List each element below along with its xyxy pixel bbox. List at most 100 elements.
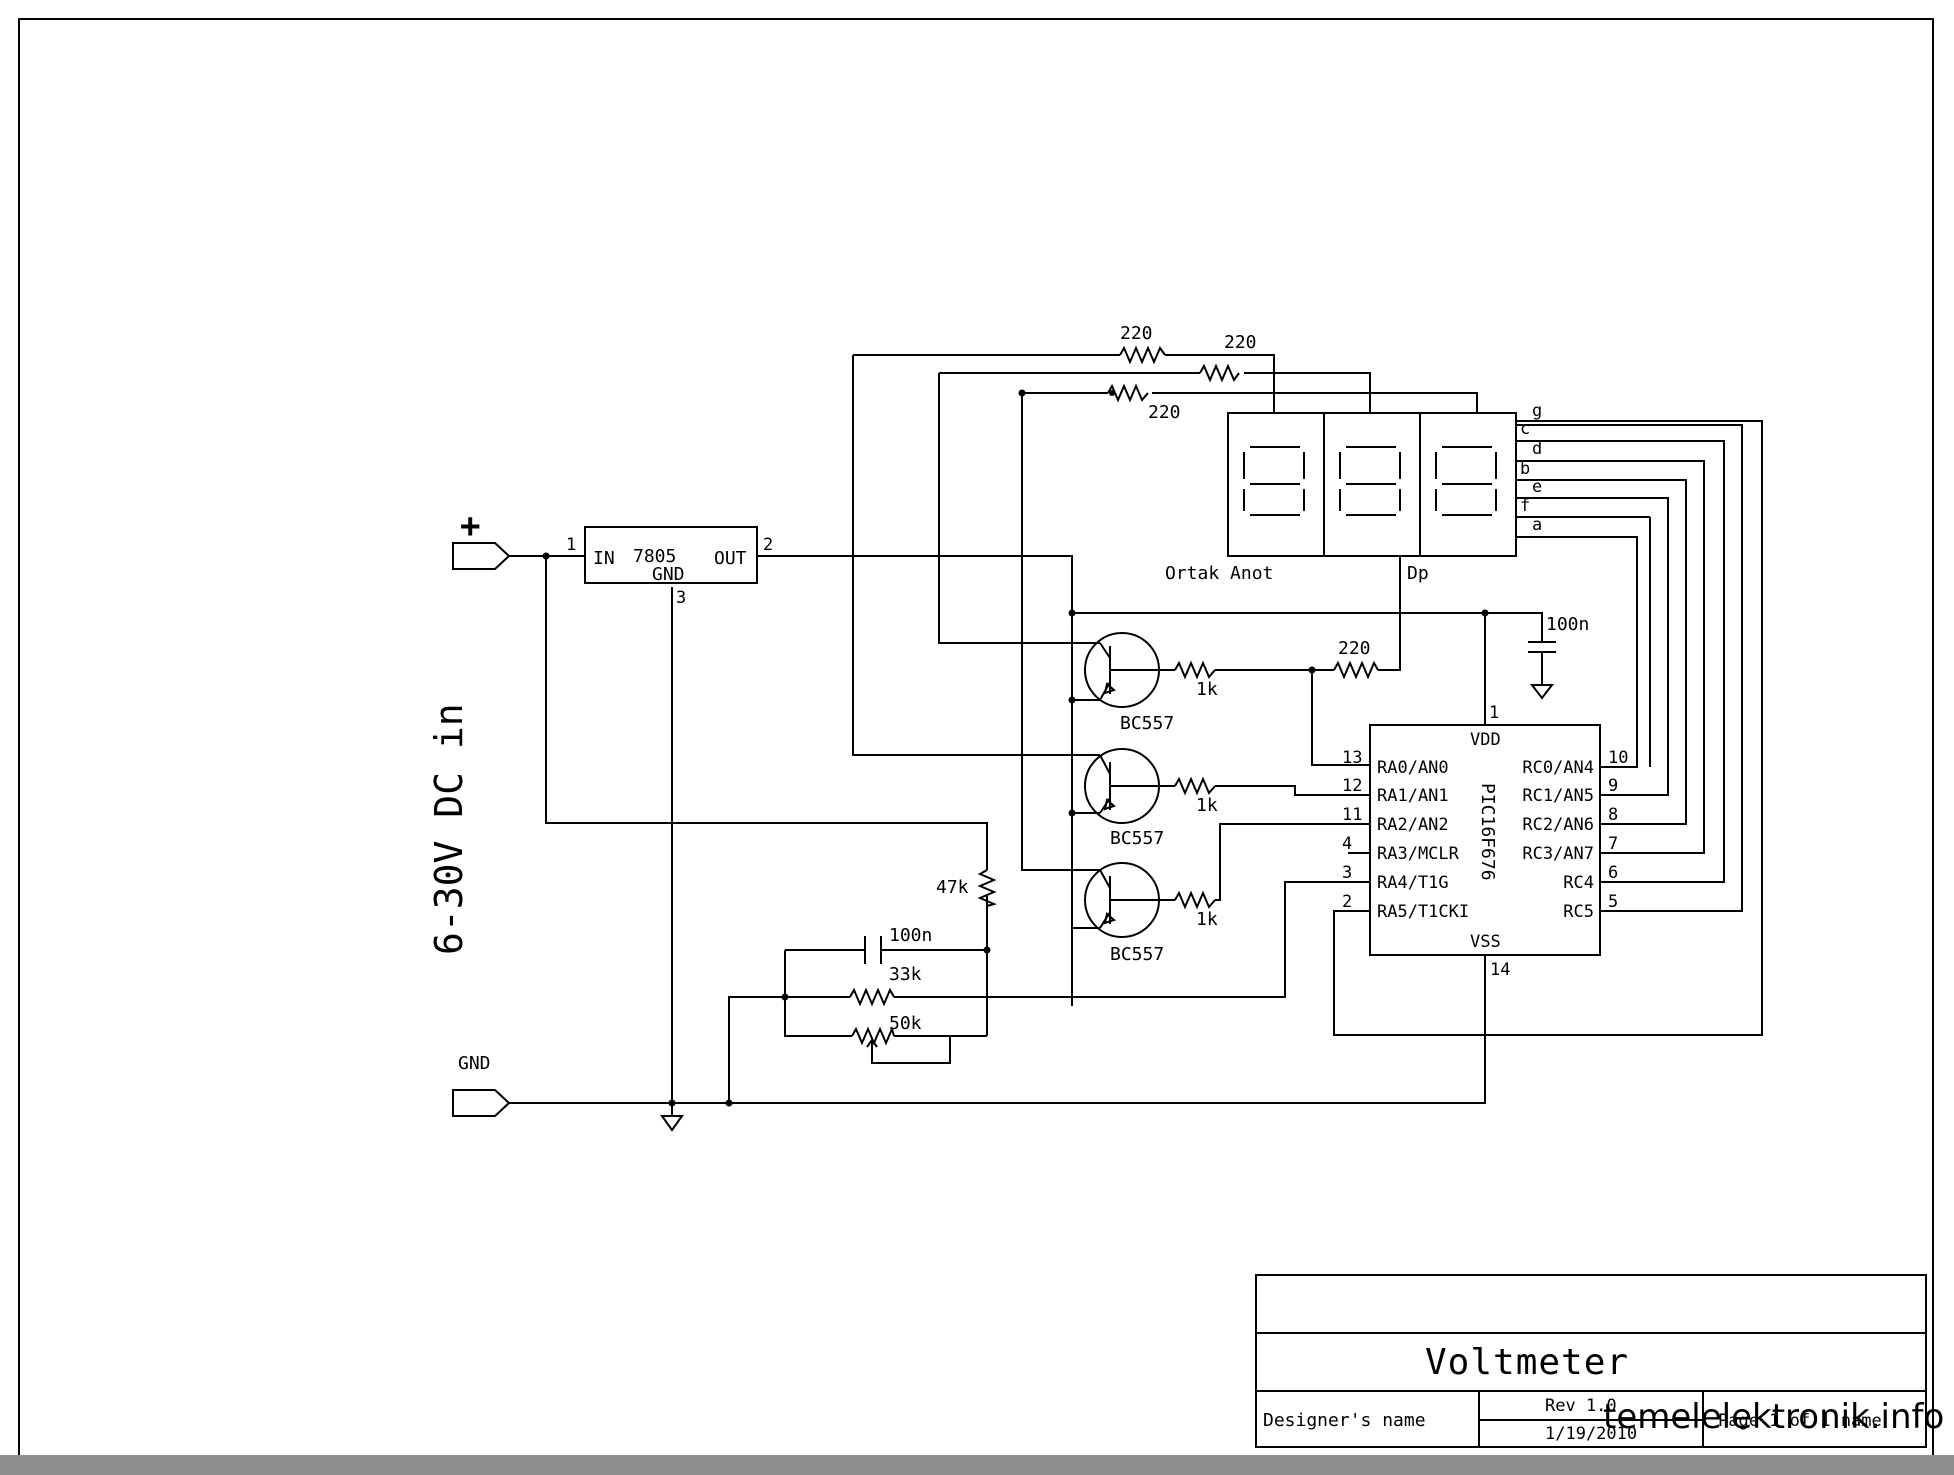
resistor-33k: 33k (849, 964, 922, 1007)
mcu-pin-name: RA1/AN1 (1377, 786, 1449, 806)
mcu-pin-name: RA2/AN2 (1377, 815, 1449, 835)
mcu-pin-number: 3 (1342, 863, 1352, 883)
segment-a-label: a (1532, 515, 1542, 535)
gnd-terminal-label: GND (458, 1053, 491, 1074)
mcu-right-pin: RC3/AN7 7 (1522, 834, 1618, 864)
resistor-220-dp: 220 (1333, 638, 1379, 680)
mcu-pin-number: 7 (1608, 834, 1618, 854)
mcu-pin-number: 4 (1342, 834, 1352, 854)
mcu-right-pin: RC2/AN6 8 (1522, 805, 1618, 835)
transistor-bc557-2: BC557 (1084, 748, 1164, 849)
resistor-220-b: 220 (1199, 332, 1257, 383)
mcu-pic16f676: VDD VSS 1 14 PIC16F676 (1369, 703, 1601, 980)
seven-segment-display: Ortak Anot Dp g c d b e f a (1165, 401, 1542, 584)
mcu-pin-name: RA5/T1CKI (1377, 902, 1469, 922)
mcu-pin-number: 12 (1342, 776, 1362, 796)
resistor-1k-c-value: 1k (1196, 909, 1218, 930)
resistor-47k-value: 47k (936, 877, 969, 898)
mcu-pin-name: RC2/AN6 (1522, 815, 1594, 835)
title-block-designer: Designer's name (1263, 1410, 1426, 1431)
capacitor-100n-divider: 100n (864, 925, 932, 964)
dc-in-label: 6-30V DC in (427, 703, 471, 955)
segment-e-label: e (1532, 477, 1542, 497)
gnd-terminal: GND (452, 1053, 511, 1117)
mcu-vss-label: VSS (1470, 932, 1501, 952)
title-block-rev: Rev 1.0 (1545, 1396, 1617, 1416)
ground-symbol-cap (1529, 672, 1555, 700)
watermark-text: temelelektronik.info (1603, 1397, 1944, 1437)
transistor-3-label: BC557 (1110, 944, 1164, 965)
mcu-pin-number: 8 (1608, 805, 1618, 825)
segment-g-label: g (1532, 401, 1542, 421)
mcu-pin-name: RA3/MCLR (1377, 844, 1460, 864)
segment-b-label: b (1520, 459, 1530, 479)
resistor-220-a: 220 (1119, 323, 1166, 365)
resistor-220-a-value: 220 (1120, 323, 1153, 344)
mcu-vdd-label: VDD (1470, 730, 1501, 750)
segment-f-label: f (1520, 496, 1530, 516)
title-block: Voltmeter Designer's name Rev 1.0 1/19/2… (1255, 1274, 1927, 1448)
regulator-in-label: IN (593, 548, 615, 569)
resistor-1k-a: 1k (1174, 660, 1218, 700)
junctions (542, 389, 1489, 1107)
plus-label: + (460, 506, 480, 546)
resistor-47k: 47k (936, 869, 997, 907)
regulator-7805: 1 2 3 IN 7805 OUT GND (566, 526, 773, 608)
mcu-vss-pin: 14 (1490, 960, 1510, 980)
mcu-vdd-pin: 1 (1489, 703, 1499, 723)
resistor-220-c-value: 220 (1148, 402, 1181, 423)
capacitor-100n-divider-value: 100n (889, 925, 932, 946)
mcu-pin-number: 9 (1608, 776, 1618, 796)
regulator-pin-in-number: 1 (566, 535, 576, 555)
mcu-pin-number: 11 (1342, 805, 1362, 825)
mcu-pin-name: RC1/AN5 (1522, 786, 1594, 806)
regulator-name: 7805 (633, 546, 676, 567)
wires (509, 354, 1763, 1116)
mcu-pin-number: 13 (1342, 748, 1362, 768)
title-block-date: 1/19/2010 (1545, 1424, 1637, 1444)
sheet-border (18, 18, 1934, 1460)
potentiometer-50k: 50k (851, 1013, 922, 1048)
resistor-1k-b: 1k (1174, 776, 1218, 816)
ortak-anot-label: Ortak Anot (1165, 563, 1273, 584)
resistor-220-c: 220 (1107, 383, 1181, 423)
regulator-pin-out-number: 2 (763, 535, 773, 555)
regulator-pin-gnd-number: 3 (676, 588, 686, 608)
mcu-pin-number: 6 (1608, 863, 1618, 883)
mcu-pin-name: RA0/AN0 (1377, 758, 1449, 778)
mcu-pin-name: RC0/AN4 (1522, 758, 1594, 778)
dp-label: Dp (1407, 563, 1429, 584)
transistor-bc557-3: BC557 (1084, 862, 1164, 965)
resistor-33k-value: 33k (889, 964, 922, 985)
resistor-1k-a-value: 1k (1196, 679, 1218, 700)
regulator-gnd-label: GND (652, 564, 685, 585)
capacitor-100n-vdd-value: 100n (1546, 614, 1589, 635)
potentiometer-50k-value: 50k (889, 1013, 922, 1034)
resistor-220-dp-value: 220 (1338, 638, 1371, 659)
capacitor-100n-vdd: 100n (1528, 613, 1589, 672)
mcu-pin-number: 5 (1608, 892, 1618, 912)
resistor-1k-b-value: 1k (1196, 795, 1218, 816)
ground-symbol (660, 1115, 684, 1132)
resistor-220-b-value: 220 (1224, 332, 1257, 353)
mcu-pin-name: RA4/T1G (1377, 873, 1449, 893)
segment-d-label: d (1532, 439, 1542, 459)
title-block-title: Voltmeter (1425, 1342, 1629, 1383)
mcu-pin-name: RC5 (1563, 902, 1594, 922)
mcu-name: PIC16F676 (1477, 783, 1498, 881)
plus-terminal: + (452, 506, 511, 570)
mcu-pin-name: RC3/AN7 (1522, 844, 1594, 864)
resistor-1k-c: 1k (1174, 890, 1218, 930)
bottom-bar (0, 1455, 1954, 1475)
